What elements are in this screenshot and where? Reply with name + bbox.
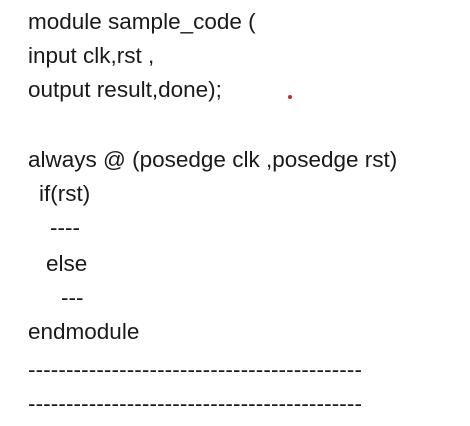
code-line-if-body: ---- bbox=[50, 215, 80, 240]
code-line-module-header: module sample_code ( bbox=[28, 9, 256, 34]
code-line-else-body: --- bbox=[61, 285, 84, 310]
code-line-endmodule: endmodule bbox=[28, 319, 140, 344]
dashed-separator-2: ----------------------------------------… bbox=[28, 391, 363, 416]
code-line-if-statement: if(rst) bbox=[39, 181, 91, 206]
dashed-separator-1: ----------------------------------------… bbox=[28, 357, 363, 382]
red-dot-marker bbox=[288, 95, 292, 99]
code-line-output-ports: output result,done); bbox=[28, 77, 222, 102]
code-line-else: else bbox=[46, 251, 88, 276]
code-line-input-ports: input clk,rst , bbox=[28, 43, 155, 68]
code-line-always-block: always @ (posedge clk ,posedge rst) bbox=[28, 147, 398, 172]
